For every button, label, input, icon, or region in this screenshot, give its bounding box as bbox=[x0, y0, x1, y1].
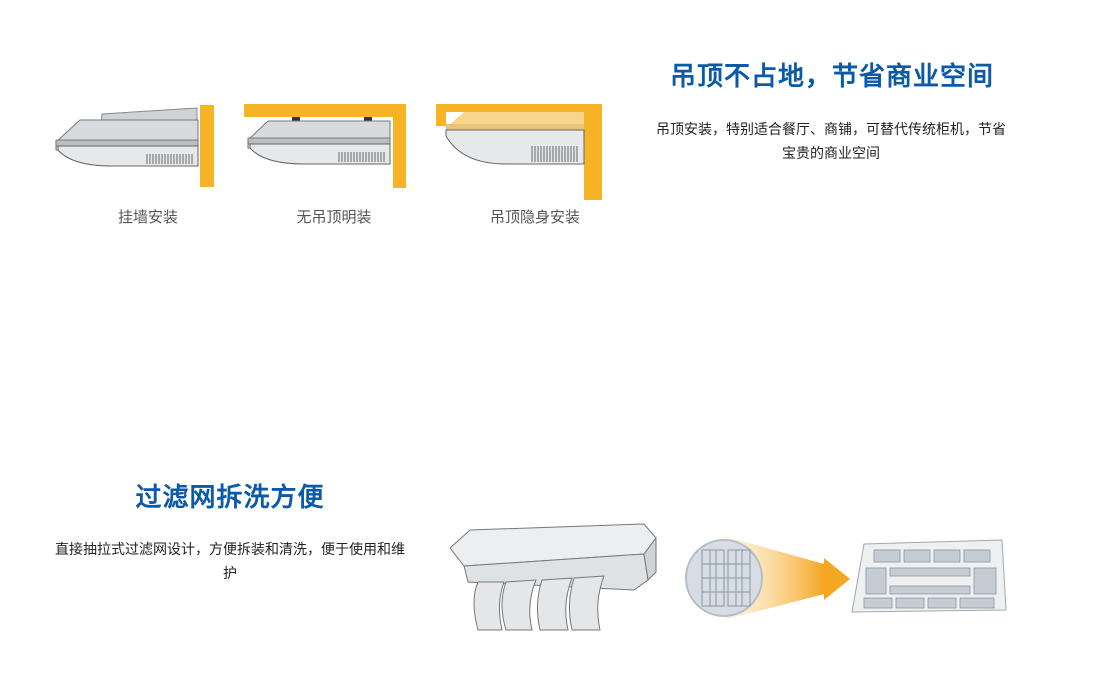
section-title-ceiling: 吊顶不占地，节省商业空间 bbox=[669, 62, 994, 92]
filter-magnify-illustration bbox=[684, 528, 1014, 628]
section-title-filter: 过滤网拆洗方便 bbox=[135, 483, 325, 513]
install-caption-wall: 挂墙安装 bbox=[117, 208, 178, 226]
wall-mount-illustration bbox=[52, 100, 222, 192]
section-description-ceiling: 吊顶安装，特别适合餐厅、商铺，可替代传统柜机，节省宝贵的商业空间 bbox=[656, 122, 1006, 162]
filter-pullout-illustration bbox=[444, 520, 664, 636]
section-description-filter: 直接抽拉式过滤网设计，方便拆装和清洗，便于使用和维护 bbox=[55, 542, 405, 582]
exposed-ceiling-illustration bbox=[244, 100, 414, 192]
concealed-ceiling-illustration bbox=[434, 100, 606, 202]
install-caption-concealed: 吊顶隐身安装 bbox=[489, 208, 580, 226]
install-caption-exposed: 无吊顶明装 bbox=[296, 208, 372, 226]
